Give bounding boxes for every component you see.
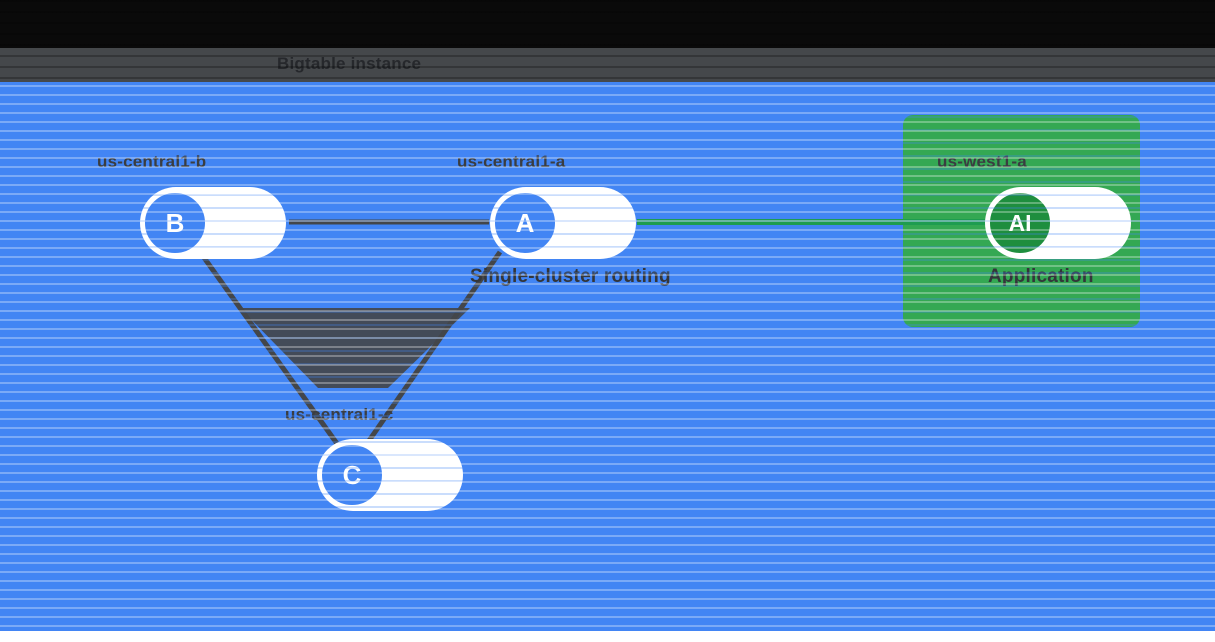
top-black-band [0, 0, 1215, 48]
edge-a-c [363, 250, 503, 447]
node-app-ai-label: us-west1-a [937, 152, 1027, 171]
node-app-ai: AI [987, 190, 1053, 256]
node-cluster-b-label: us-central1-b [97, 152, 207, 171]
node-app-ai-caption: Application [988, 266, 1094, 287]
node-cluster-a: A [492, 190, 558, 256]
header-band [0, 48, 1215, 82]
node-cluster-a-caption: Single-cluster routing [470, 266, 671, 287]
node-cluster-c: C [319, 442, 385, 508]
diagram-title: Bigtable instance [277, 54, 422, 73]
node-cluster-c-label: us-central1-c [285, 405, 394, 424]
edge-smear [240, 308, 470, 388]
node-cluster-b: B [142, 190, 208, 256]
edge-b-c [197, 250, 341, 447]
node-cluster-a-label: us-central1-a [457, 152, 566, 171]
